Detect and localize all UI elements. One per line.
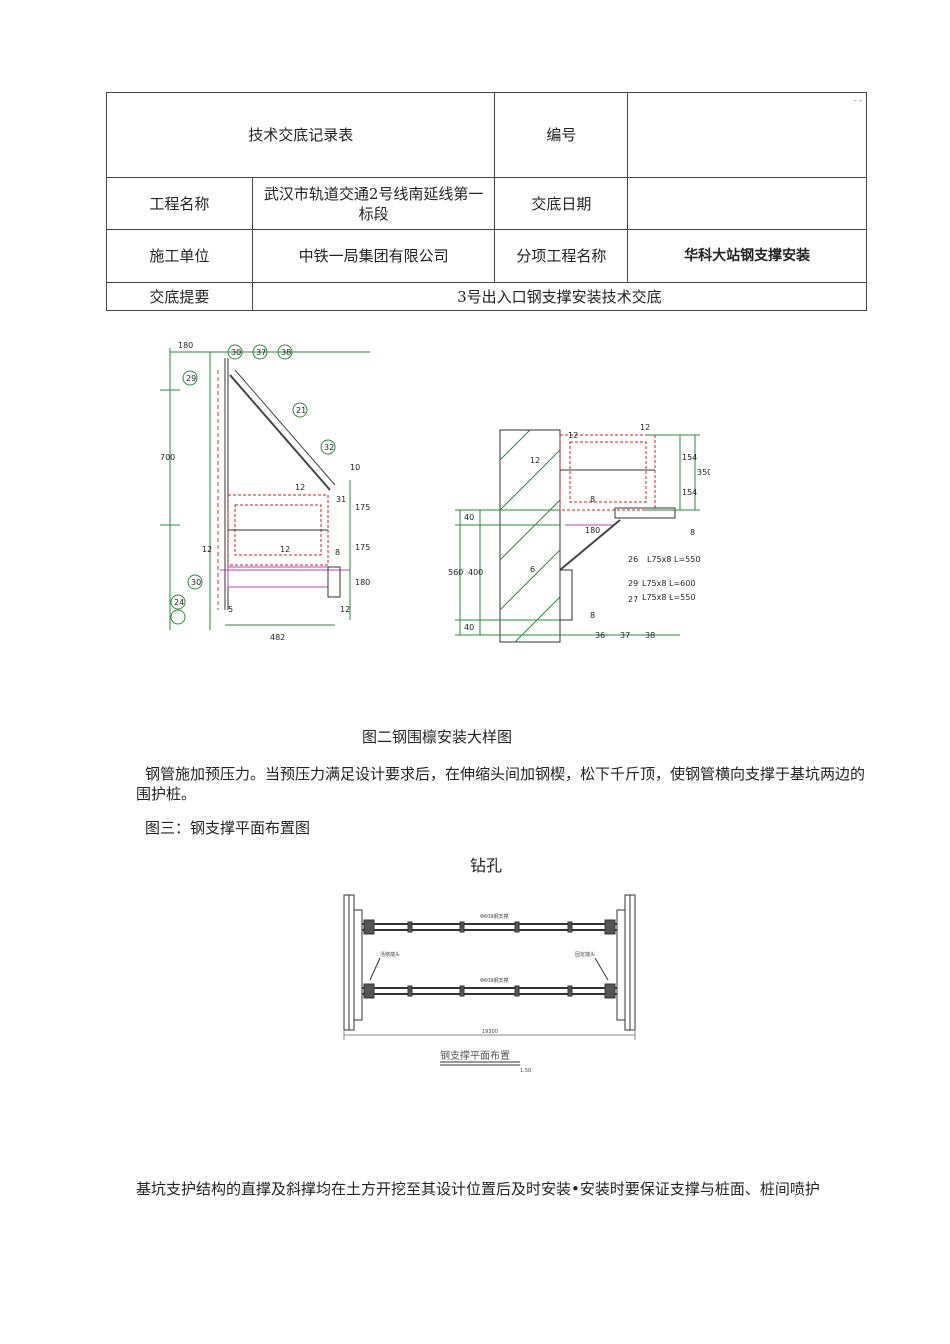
dim-700: 700 bbox=[160, 453, 175, 462]
svg-text:8: 8 bbox=[590, 611, 595, 620]
svg-text:37: 37 bbox=[620, 631, 630, 640]
svg-text:8: 8 bbox=[590, 495, 595, 504]
svg-text:12: 12 bbox=[202, 545, 212, 554]
date-label: 交底日期 bbox=[494, 177, 629, 230]
label-bottom-strut: Φ609钢支撑 bbox=[480, 977, 508, 984]
svg-text:400: 400 bbox=[468, 568, 483, 577]
unit-value: 中铁一局集团有限公司 bbox=[251, 229, 496, 283]
svg-text:12: 12 bbox=[295, 483, 305, 492]
svg-text:560: 560 bbox=[448, 568, 463, 577]
paragraph-prestress: 钢管施加预压力。当预压力满足设计要求后，在伸缩头间加钢楔，松下千斤顶，使钢管横向… bbox=[136, 765, 866, 803]
svg-text:180: 180 bbox=[585, 526, 600, 535]
plan-title: 钢支撑平面布置 bbox=[440, 1049, 510, 1062]
svg-text:40: 40 bbox=[464, 623, 474, 632]
svg-text:L75x8 L=600: L75x8 L=600 bbox=[642, 579, 695, 588]
svg-text:37: 37 bbox=[256, 348, 266, 357]
dim-175a: 175 bbox=[355, 503, 370, 512]
svg-text:31: 31 bbox=[336, 495, 346, 504]
figure2-caption: 图二钢围檩安装大样图 bbox=[362, 728, 513, 746]
left-detail bbox=[160, 348, 370, 630]
right-detail bbox=[455, 429, 700, 643]
svg-text:24: 24 bbox=[174, 598, 184, 607]
subitem-value: 华科大站钢支撑安装 bbox=[627, 229, 867, 283]
left-dim-text: 180 700 175 175 180 482 29 30 37 38 21 3… bbox=[160, 341, 370, 642]
svg-text:8: 8 bbox=[690, 528, 695, 537]
svg-text:27: 27 bbox=[628, 595, 638, 604]
svg-text:350: 350 bbox=[697, 468, 710, 477]
svg-text:38: 38 bbox=[281, 348, 291, 357]
svg-text:L75x8 L=550: L75x8 L=550 bbox=[642, 593, 695, 602]
figure3-subtitle: 钻孔 bbox=[470, 856, 503, 875]
figure3-drawing: Φ609钢支撑 Φ609钢支撑 活络端头 固定端头 19300 1:50 钢支撑… bbox=[343, 894, 636, 1074]
svg-text:12: 12 bbox=[340, 605, 350, 614]
left-labels bbox=[170, 344, 336, 625]
summary-label: 交底提要 bbox=[106, 282, 253, 311]
svg-text:12: 12 bbox=[530, 456, 540, 465]
svg-text:12: 12 bbox=[640, 423, 650, 432]
label-span: 19300 bbox=[482, 1029, 498, 1035]
svg-text:40: 40 bbox=[464, 513, 474, 522]
svg-text:30: 30 bbox=[231, 348, 241, 357]
svg-text:L75x8 L=550: L75x8 L=550 bbox=[647, 555, 700, 564]
svg-text:8: 8 bbox=[335, 548, 340, 557]
svg-text:29: 29 bbox=[628, 579, 638, 588]
project-label: 工程名称 bbox=[106, 177, 253, 230]
figure3-title: 图三：钢支撑平面布置图 bbox=[145, 819, 311, 837]
svg-text:5: 5 bbox=[228, 605, 233, 614]
dim-180b: 180 bbox=[355, 578, 370, 587]
dim-180: 180 bbox=[178, 341, 193, 350]
subitem-label: 分项工程名称 bbox=[494, 229, 629, 283]
dim-482: 482 bbox=[270, 633, 285, 642]
dim-175b: 175 bbox=[355, 543, 370, 552]
svg-text:36: 36 bbox=[595, 631, 605, 640]
header-table: 技术交底记录表 编号 - - 工程名称 武汉市轨道交通2号线南延线第一标段 交底… bbox=[105, 92, 868, 311]
label-top-strut: Φ609钢支撑 bbox=[480, 913, 508, 920]
svg-text:38: 38 bbox=[645, 631, 655, 640]
label-right-end: 固定端头 bbox=[575, 951, 595, 958]
number-value: - - bbox=[627, 92, 867, 178]
right-dim-text: 40 400 560 40 180 154 154 350 12 12 12 8… bbox=[448, 423, 710, 640]
svg-text:26: 26 bbox=[628, 555, 638, 564]
svg-text:10: 10 bbox=[350, 463, 360, 472]
date-value bbox=[627, 177, 867, 230]
label-left-end: 活络端头 bbox=[380, 951, 400, 958]
label-scale: 1:50 bbox=[520, 1068, 531, 1074]
paragraph-install: 基坑支护结构的直撑及斜撑均在土方开挖至其设计位置后及时安装•安装时要保证支撑与桩… bbox=[136, 1180, 820, 1198]
svg-text:21: 21 bbox=[296, 406, 306, 415]
project-value: 武汉市轨道交通2号线南延线第一标段 bbox=[251, 177, 496, 230]
number-label: 编号 bbox=[494, 92, 629, 178]
svg-text:32: 32 bbox=[324, 443, 334, 452]
svg-text:12: 12 bbox=[568, 431, 578, 440]
svg-text:154: 154 bbox=[682, 453, 697, 462]
svg-text:6: 6 bbox=[530, 565, 535, 574]
svg-text:154: 154 bbox=[682, 488, 697, 497]
figure2-drawing: 180 700 175 175 180 482 29 30 37 38 21 3… bbox=[160, 341, 710, 643]
svg-text:30: 30 bbox=[191, 578, 201, 587]
unit-label: 施工单位 bbox=[106, 229, 253, 283]
svg-text:29: 29 bbox=[186, 374, 196, 383]
summary-value: 3号出入口钢支撑安装技术交底 bbox=[251, 282, 868, 311]
table-title: 技术交底记录表 bbox=[105, 92, 496, 178]
svg-text:12: 12 bbox=[280, 545, 290, 554]
